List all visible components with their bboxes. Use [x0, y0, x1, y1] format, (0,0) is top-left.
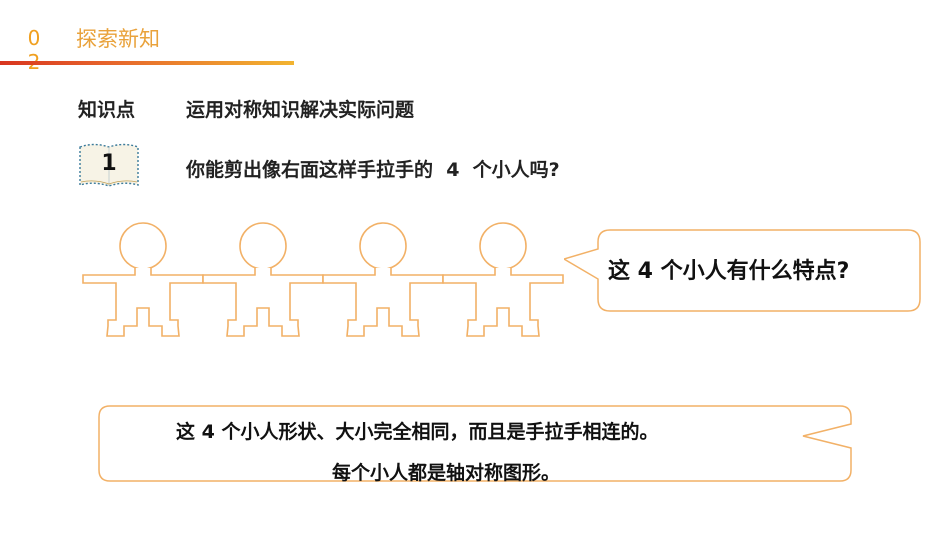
speech-bubble-text: 这 4 个小人有什么特点?: [608, 259, 850, 284]
section-number: 02: [27, 26, 41, 74]
open-book-icon: [79, 143, 139, 187]
question-number-badge: 1: [76, 141, 142, 193]
speech-bubble-shape: [564, 229, 921, 312]
speech-bubble-question: 这 4 个小人有什么特点?: [564, 229, 924, 317]
knowledge-point-label: 知识点: [78, 99, 136, 121]
paper-figure-1: [82, 222, 204, 337]
answer-bubble: 这 4 个小人形状、大小完全相同，而且是手拉手相连的。 每个小人都是轴对称图形。: [96, 404, 856, 486]
paper-figure-3: [322, 222, 444, 337]
answer-line-1: 这 4 个小人形状、大小完全相同，而且是手拉手相连的。: [176, 421, 659, 443]
question-number: 1: [101, 151, 117, 176]
paper-figure-4: [442, 222, 564, 337]
answer-bubble-shape: [98, 405, 852, 482]
paper-figure-2: [202, 222, 324, 337]
answer-line-2: 每个小人都是轴对称图形。: [332, 462, 561, 484]
title-underline: [0, 61, 294, 65]
knowledge-point-topic: 运用对称知识解决实际问题: [186, 99, 415, 121]
paper-figure-chain: [82, 222, 564, 337]
question-text: 你能剪出像右面这样手拉手的 4 个小人吗?: [186, 159, 560, 181]
section-title: 探索新知: [76, 27, 160, 51]
